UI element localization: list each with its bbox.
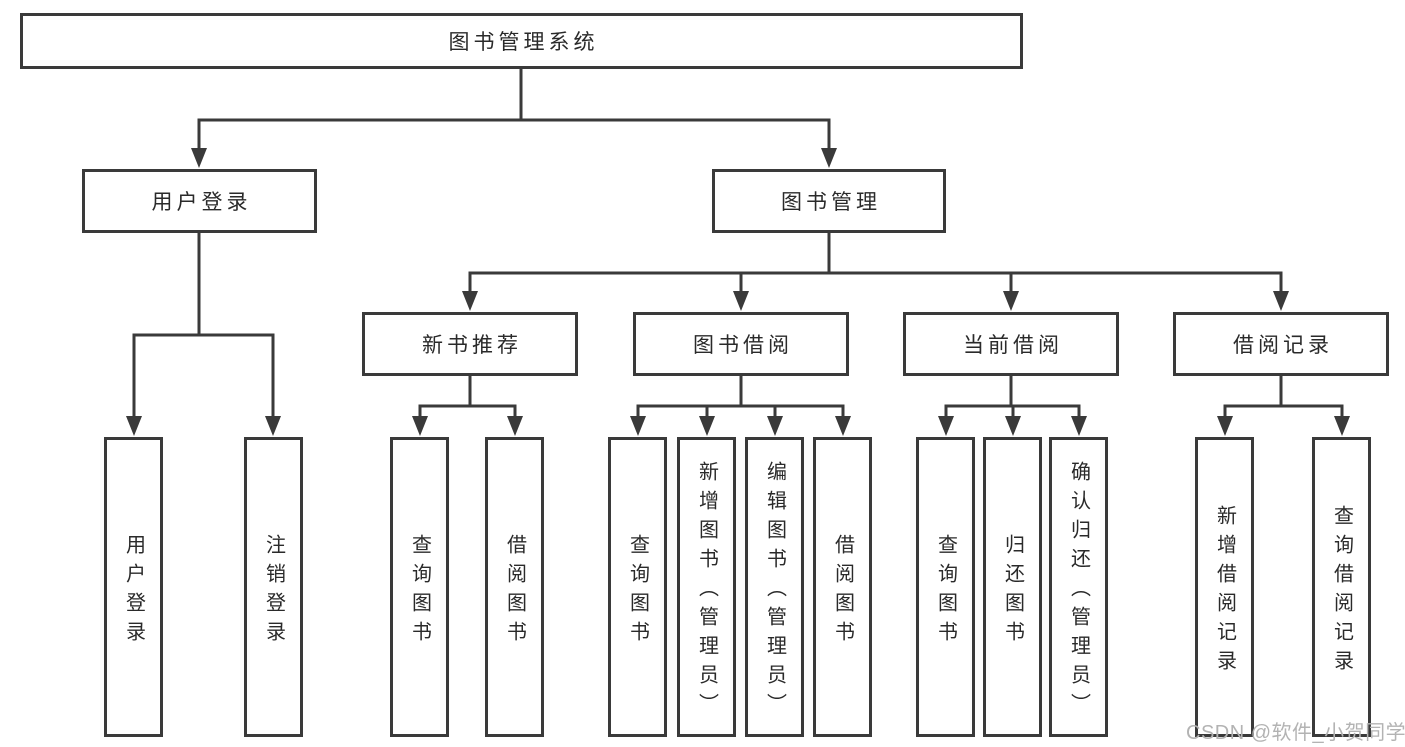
node-label: 查询图书 [934,533,957,650]
leaf-borrow-books-recommend: 借阅图书 [485,437,544,737]
watermark: CSDN @软件_小贺同学 [1186,722,1405,744]
node-label: 新增图书（管理员） [695,461,718,722]
node-label: 查询图书 [626,533,649,650]
leaf-query-books-borrowing: 查询图书 [608,437,667,737]
node-label: 归还图书 [1001,533,1024,650]
leaf-edit-books-admin: 编辑图书（管理员） [745,437,804,737]
node-label: 借阅图书 [503,533,526,650]
node-current-borrowing: 当前借阅 [903,312,1119,376]
leaf-query-books-current: 查询图书 [916,437,975,737]
node-book-management: 图书管理 [712,169,946,233]
leaf-borrow-books-borrowing: 借阅图书 [813,437,872,737]
node-label: 查询借阅记录 [1330,504,1353,679]
node-label: 图书管理系统 [448,31,599,54]
node-label: 图书借阅 [693,334,793,357]
node-user-login: 用户登录 [82,169,317,233]
leaf-query-books-recommend: 查询图书 [390,437,449,737]
leaf-user-login: 用户登录 [104,437,163,737]
leaf-add-books-admin: 新增图书（管理员） [677,437,736,737]
arrow-heads [126,148,1350,436]
node-borrowing-records: 借阅记录 [1173,312,1389,376]
node-label: 编辑图书（管理员） [763,461,786,722]
node-new-book-recommendation: 新书推荐 [362,312,578,376]
leaf-add-borrow-record: 新增借阅记录 [1195,437,1254,737]
node-label: 借阅图书 [831,533,854,650]
node-label: 注销登录 [262,533,285,650]
node-label: 当前借阅 [963,334,1063,357]
node-label: 查询图书 [408,533,431,650]
node-label: 用户登录 [151,191,252,214]
leaf-return-books: 归还图书 [983,437,1042,737]
node-label: 确认归还（管理员） [1067,461,1090,722]
node-label: 图书管理 [781,191,881,214]
node-library-management-system: 图书管理系统 [20,13,1023,69]
leaf-confirm-return-admin: 确认归还（管理员） [1049,437,1108,737]
leaf-logout-login: 注销登录 [244,437,303,737]
node-label: 借阅记录 [1233,334,1333,357]
node-label: 用户登录 [122,533,145,650]
node-book-borrowing: 图书借阅 [633,312,849,376]
node-label: 新增借阅记录 [1213,504,1236,679]
leaf-query-borrow-record: 查询借阅记录 [1312,437,1371,737]
node-label: 新书推荐 [422,334,522,357]
